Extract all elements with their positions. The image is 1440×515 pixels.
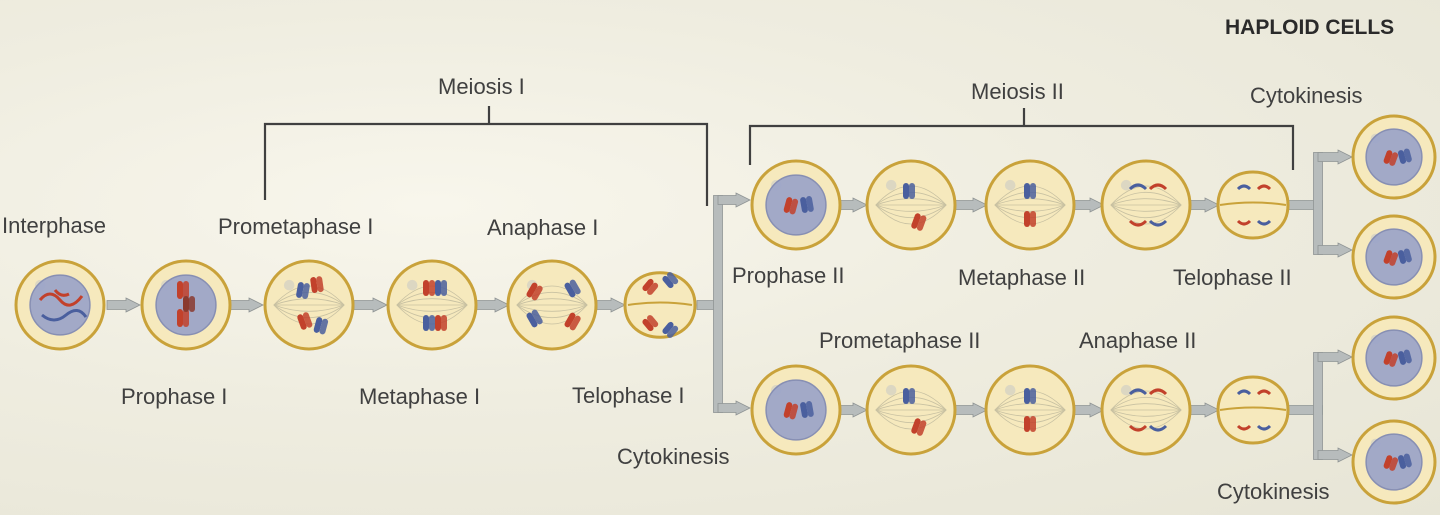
arrow-prometaphase2-to-metaphase2-bottom bbox=[954, 402, 988, 418]
branch-top-cytokinesis bbox=[1284, 149, 1353, 258]
anaphase-2-label: Anaphase II bbox=[1079, 328, 1197, 353]
cell-telophase1 bbox=[623, 271, 697, 339]
cell-prophase1 bbox=[140, 259, 232, 351]
prometaphase-1-label: Prometaphase I bbox=[218, 214, 374, 239]
arrow-prophase1-to-prometaphase1 bbox=[229, 297, 264, 313]
metaphase-1-label: Metaphase I bbox=[359, 384, 481, 409]
cytokinesis-bottom-label: Cytokinesis bbox=[1217, 479, 1330, 504]
cell-prometaphase2-top bbox=[865, 159, 957, 251]
meiosis-1-label: Meiosis I bbox=[438, 74, 525, 99]
arrow-prometaphase1-to-metaphase1 bbox=[353, 297, 388, 313]
arrow-anaphase2-to-telophase2-bottom bbox=[1188, 402, 1220, 418]
branch-bottom-cytokinesis bbox=[1284, 349, 1353, 463]
cytokinesis-middle-label: Cytokinesis bbox=[617, 444, 730, 469]
interphase-label: Interphase bbox=[2, 213, 106, 238]
prometaphase-2-label: Prometaphase II bbox=[819, 328, 981, 353]
haploid-cells-title: HAPLOID CELLS bbox=[1225, 16, 1395, 39]
arrow-prometaphase2-to-metaphase2-top bbox=[954, 197, 988, 213]
haploid-cell-1 bbox=[1351, 114, 1437, 200]
phase-brackets bbox=[263, 106, 1295, 206]
cell-anaphase2-top bbox=[1100, 159, 1192, 251]
cell-anaphase1 bbox=[506, 259, 598, 351]
cytokinesis-top-label: Cytokinesis bbox=[1250, 83, 1363, 108]
prophase-1-label: Prophase I bbox=[121, 384, 228, 409]
arrow-metaphase1-to-anaphase1 bbox=[475, 297, 510, 313]
cell-prometaphase1 bbox=[263, 259, 355, 351]
prophase-2-label: Prophase II bbox=[732, 263, 845, 288]
cells bbox=[14, 114, 1437, 505]
cell-prometaphase2-bottom bbox=[865, 364, 957, 456]
haploid-cell-3 bbox=[1351, 315, 1437, 401]
cell-telophase2-bottom bbox=[1216, 375, 1290, 445]
arrow-anaphase2-to-telophase2-top bbox=[1188, 197, 1220, 213]
flow-arrows bbox=[106, 149, 1353, 463]
anaphase-1-label: Anaphase I bbox=[487, 215, 599, 240]
cell-metaphase2-bottom bbox=[984, 364, 1076, 456]
haploid-cell-4 bbox=[1351, 419, 1437, 505]
cell-prophase2-top bbox=[750, 159, 842, 251]
arrow-metaphase2-to-anaphase2-top bbox=[1072, 197, 1105, 213]
arrow-prophase2-to-prometaphase2-bottom bbox=[837, 402, 868, 418]
cell-anaphase2-bottom bbox=[1100, 364, 1192, 456]
branch-after-telophase1 bbox=[696, 192, 751, 416]
arrow-prophase2-to-prometaphase2-top bbox=[837, 197, 868, 213]
haploid-cell-2 bbox=[1351, 214, 1437, 300]
cell-metaphase1 bbox=[386, 259, 478, 351]
cell-metaphase2-top bbox=[984, 159, 1076, 251]
arrow-anaphase1-to-telophase1 bbox=[596, 297, 626, 313]
meiosis-2-label: Meiosis II bbox=[971, 79, 1064, 104]
arrow-metaphase2-to-anaphase2-bottom bbox=[1072, 402, 1105, 418]
cell-prophase2-bottom bbox=[750, 364, 842, 456]
arrow-interphase-to-prophase1 bbox=[106, 297, 141, 313]
telophase-2-label: Telophase II bbox=[1173, 265, 1292, 290]
cell-interphase bbox=[14, 259, 106, 351]
meiosis-1-bracket bbox=[263, 106, 709, 206]
meiosis-2-bracket bbox=[748, 108, 1295, 170]
telophase-1-label: Telophase I bbox=[572, 383, 685, 408]
metaphase-2-label: Metaphase II bbox=[958, 265, 1086, 290]
cell-telophase2-top bbox=[1216, 170, 1290, 240]
